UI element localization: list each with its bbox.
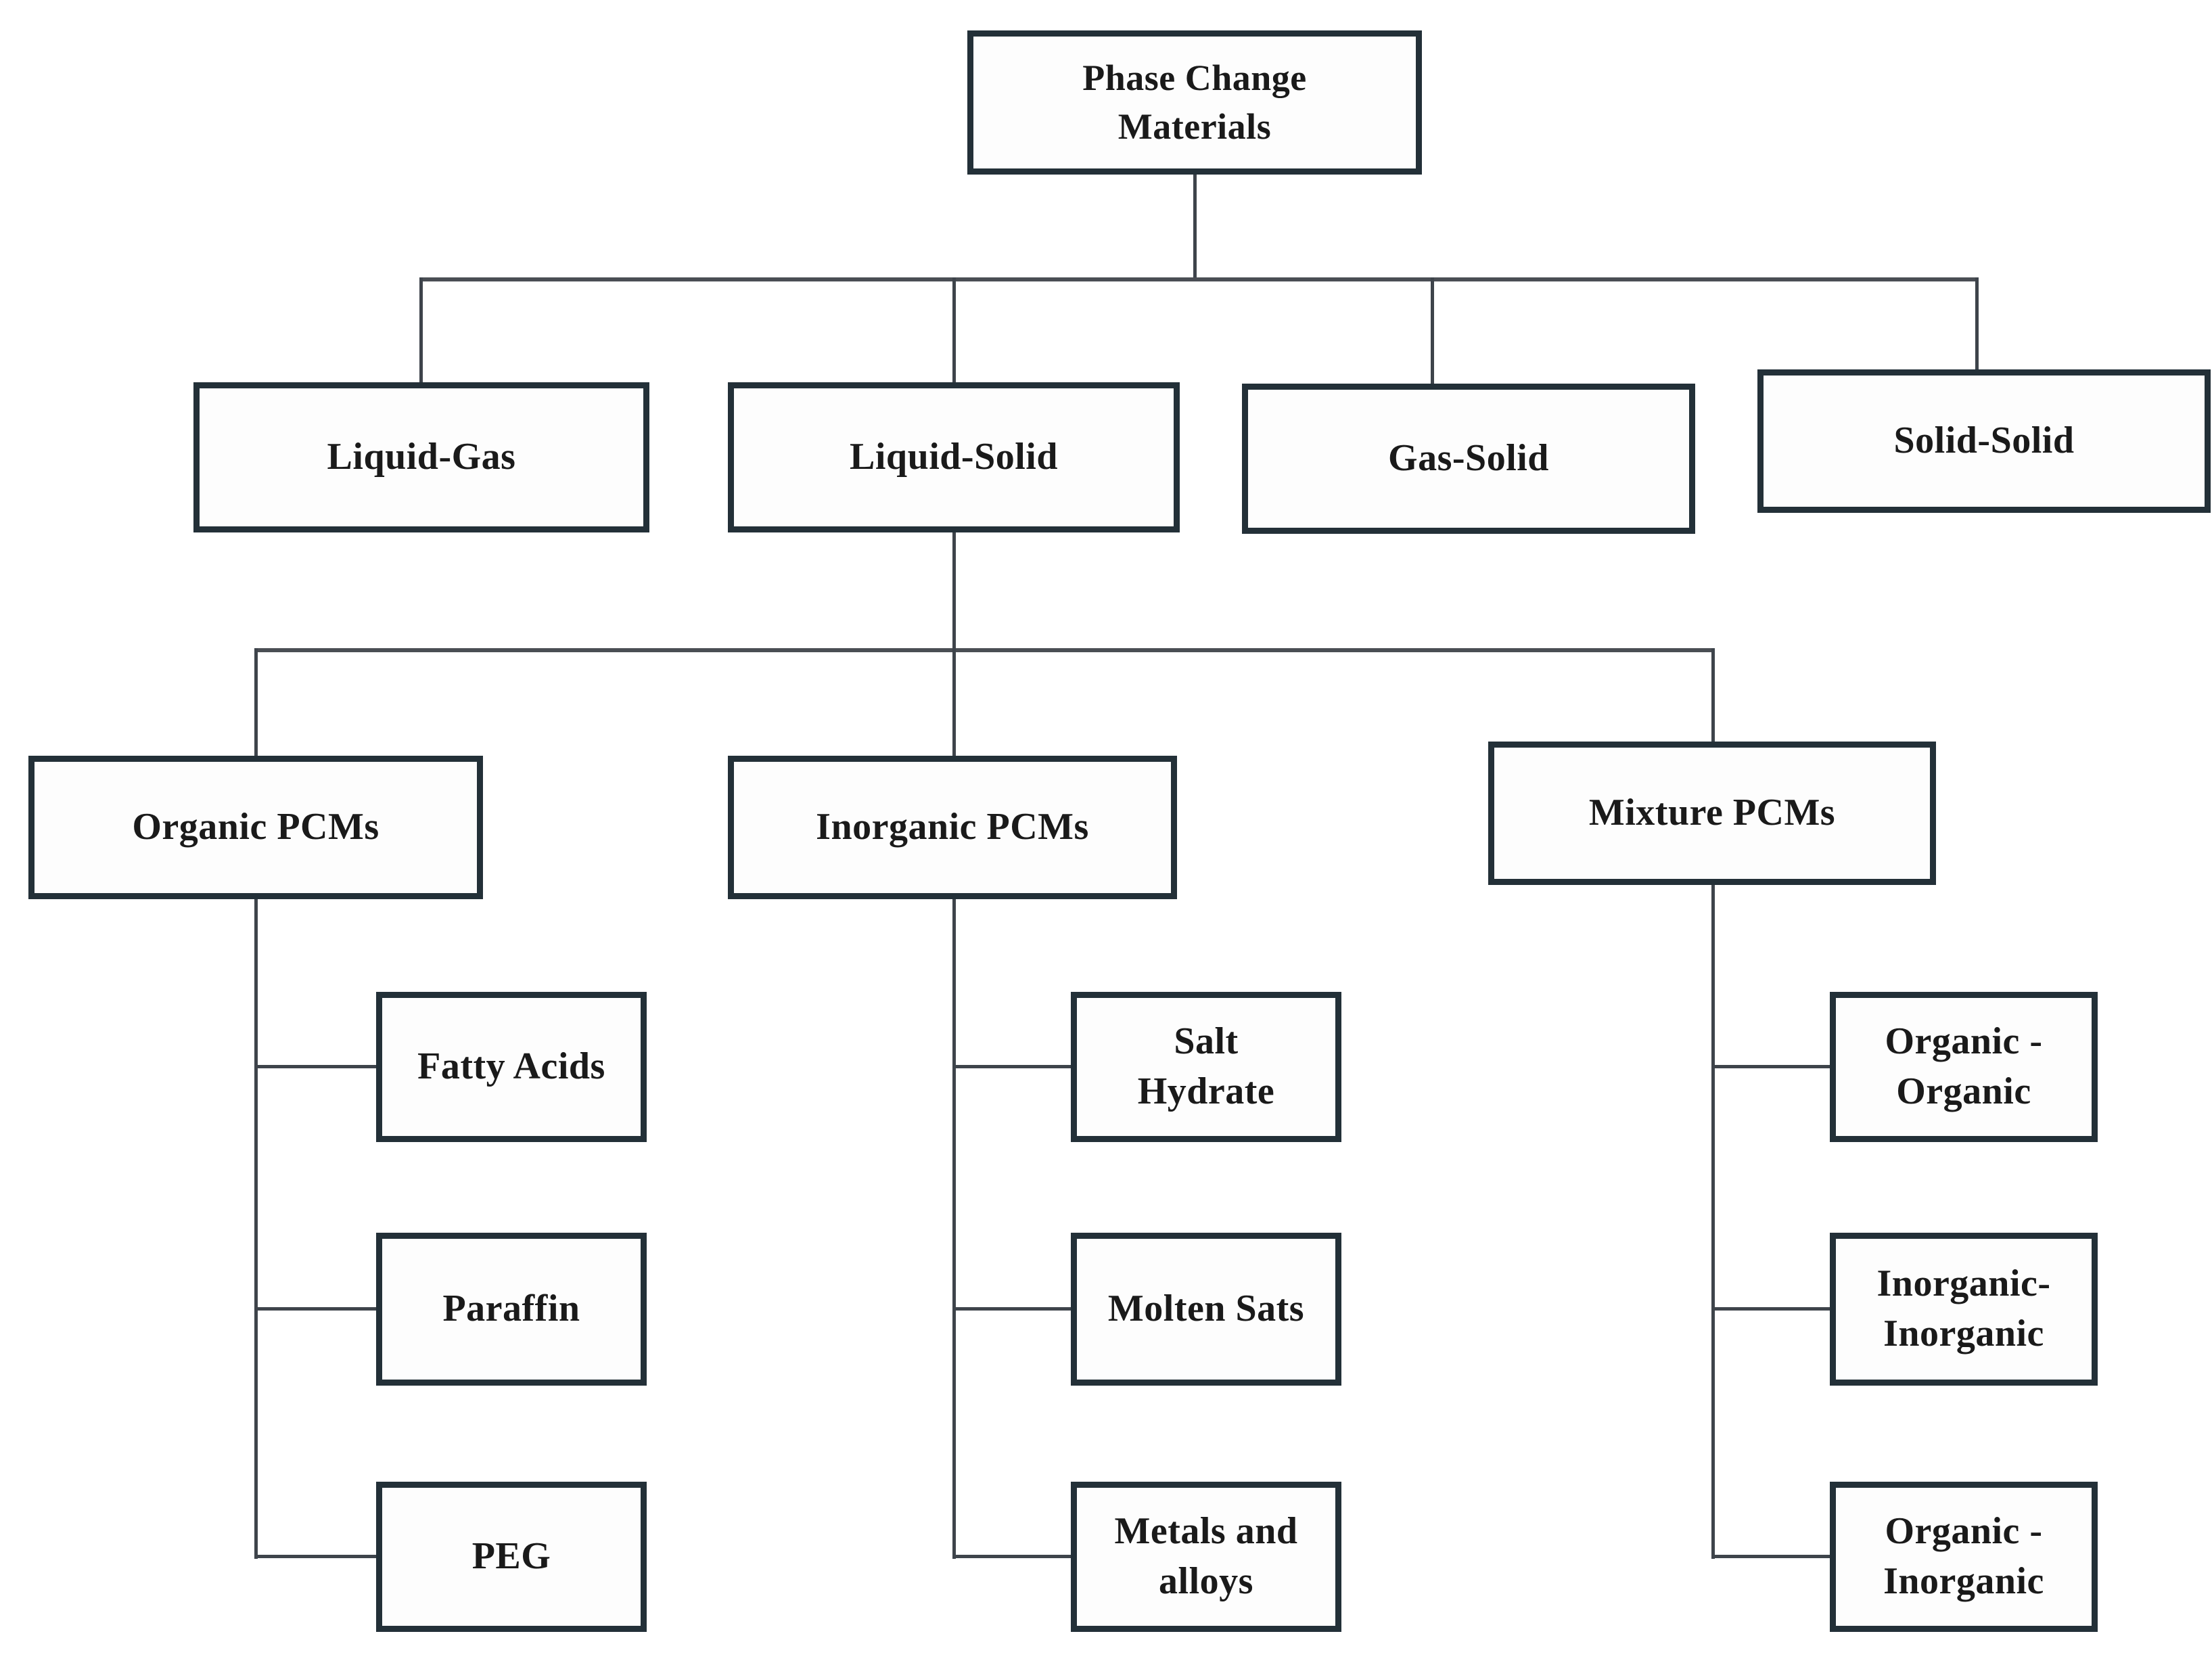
node-molten-sats: Molten Sats bbox=[1071, 1233, 1341, 1386]
node-label: Organic - bbox=[1885, 1510, 2043, 1553]
connector-stub-molten-sats bbox=[952, 1307, 1074, 1311]
node-label: Organic - bbox=[1885, 1020, 2043, 1063]
connector-stub-metals-alloys bbox=[952, 1555, 1074, 1558]
connector-root-trunk bbox=[1193, 174, 1197, 281]
node-label: Metals and bbox=[1114, 1510, 1298, 1553]
node-label: Gas-Solid bbox=[1388, 437, 1549, 480]
connector-drop-organic-pcms bbox=[254, 648, 258, 759]
node-inorganic-inorganic: Inorganic- Inorganic bbox=[1830, 1233, 2098, 1386]
node-label: Mixture PCMs bbox=[1588, 792, 1836, 834]
connector-stub-peg bbox=[254, 1555, 379, 1558]
connector-drop-mixture-pcms bbox=[1711, 648, 1715, 745]
node-peg: PEG bbox=[376, 1482, 647, 1632]
node-label: Hydrate bbox=[1137, 1070, 1275, 1112]
node-label: Molten Sats bbox=[1107, 1288, 1305, 1330]
node-label: Liquid-Gas bbox=[327, 436, 516, 478]
node-label: Organic bbox=[1896, 1070, 2031, 1112]
node-salt-hydrate: Salt Hydrate bbox=[1071, 992, 1341, 1142]
node-label: Inorganic- bbox=[1876, 1262, 2051, 1305]
node-liquid-gas: Liquid-Gas bbox=[193, 382, 649, 532]
node-label: Materials bbox=[1117, 106, 1272, 147]
node-label: Organic PCMs bbox=[132, 806, 379, 848]
node-organic-inorganic: Organic - Inorganic bbox=[1830, 1482, 2098, 1632]
connector-stub-paraffin bbox=[254, 1307, 379, 1311]
node-paraffin: Paraffin bbox=[376, 1233, 647, 1386]
node-gas-solid: Gas-Solid bbox=[1242, 384, 1695, 534]
connector-stub-organic-organic bbox=[1711, 1065, 1833, 1068]
node-label: Solid-Solid bbox=[1893, 419, 2075, 462]
connector-spine-organic bbox=[254, 896, 258, 1559]
connector-level1-branch bbox=[419, 277, 1979, 281]
node-label: Phase Change bbox=[1082, 58, 1307, 99]
connector-level2-branch bbox=[254, 648, 1715, 652]
connector-drop-inorganic-pcms bbox=[952, 648, 956, 759]
connector-spine-mixture bbox=[1711, 882, 1715, 1559]
node-phase-change-materials: Phase Change Materials bbox=[967, 30, 1422, 175]
node-label: Liquid-Solid bbox=[850, 436, 1058, 478]
node-label: Salt bbox=[1174, 1020, 1239, 1063]
node-organic-pcms: Organic PCMs bbox=[28, 756, 483, 899]
node-organic-organic: Organic - Organic bbox=[1830, 992, 2098, 1142]
connector-drop-gas-solid bbox=[1431, 277, 1434, 387]
connector-drop-liquid-gas bbox=[419, 277, 423, 386]
node-label: Fatty Acids bbox=[417, 1045, 605, 1088]
connector-stub-inorganic-inorganic bbox=[1711, 1307, 1833, 1311]
node-label: Inorganic PCMs bbox=[816, 806, 1089, 848]
connector-drop-liquid-solid bbox=[952, 277, 956, 386]
node-label: Inorganic bbox=[1883, 1313, 2044, 1355]
node-mixture-pcms: Mixture PCMs bbox=[1488, 742, 1936, 885]
connector-spine-inorganic bbox=[952, 896, 956, 1559]
node-label: alloys bbox=[1159, 1560, 1253, 1602]
connector-stub-salt-hydrate bbox=[952, 1065, 1074, 1068]
node-liquid-solid: Liquid-Solid bbox=[728, 382, 1180, 532]
connector-stub-fatty-acids bbox=[254, 1065, 379, 1068]
node-inorganic-pcms: Inorganic PCMs bbox=[728, 756, 1177, 899]
node-solid-solid: Solid-Solid bbox=[1757, 369, 2211, 513]
connector-drop-solid-solid bbox=[1975, 277, 1979, 373]
node-label: PEG bbox=[471, 1535, 551, 1578]
node-metals-and-alloys: Metals and alloys bbox=[1071, 1482, 1341, 1632]
node-fatty-acids: Fatty Acids bbox=[376, 992, 647, 1142]
connector-stub-organic-inorganic bbox=[1711, 1555, 1833, 1558]
node-label: Inorganic bbox=[1883, 1560, 2044, 1602]
connector-liquid-solid-down bbox=[952, 529, 956, 651]
node-label: Paraffin bbox=[442, 1288, 580, 1330]
